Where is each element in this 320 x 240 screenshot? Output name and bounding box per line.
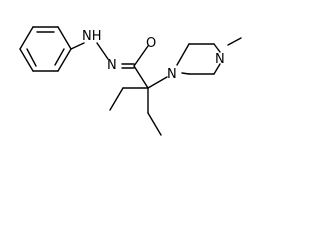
- atom-label-o: O: [146, 36, 156, 51]
- bond-quaternary-piperazine: [147, 76, 168, 89]
- bond-pip-6: [181, 72, 190, 75]
- bond-ethyl-right-2: [147, 112, 162, 136]
- bond-methyl: [227, 37, 242, 46]
- bond-carbonyl-quaternary: [133, 65, 149, 89]
- bond-phenyl-nh: [70, 42, 85, 50]
- bond-carbonyl-o: [133, 45, 149, 67]
- bond-nh-n: [96, 42, 109, 60]
- bond-ring-double-2: [54, 48, 65, 66]
- bond-pip-1: [176, 43, 190, 66]
- bond-ring-1: [19, 26, 34, 50]
- bond-pip-4: [213, 63, 221, 75]
- bond-ring-4: [57, 48, 72, 72]
- bond-ring-double-3: [26, 48, 37, 67]
- bond-ethyl-left-2: [109, 87, 124, 111]
- molecule-structure-diagram: NH N O N N: [19, 26, 242, 136]
- bond-ring-3: [57, 26, 72, 50]
- bond-ring-6: [19, 48, 34, 72]
- atom-label-nh: NH: [82, 29, 102, 44]
- atom-label-n-piperazine-4: N: [215, 52, 225, 67]
- benzene-ring: [19, 26, 72, 72]
- piperazine-ring: [176, 43, 221, 75]
- bond-pip-3: [213, 43, 221, 53]
- atom-label-n-piperazine-1: N: [167, 67, 177, 82]
- atom-label-n-amide: N: [107, 58, 117, 73]
